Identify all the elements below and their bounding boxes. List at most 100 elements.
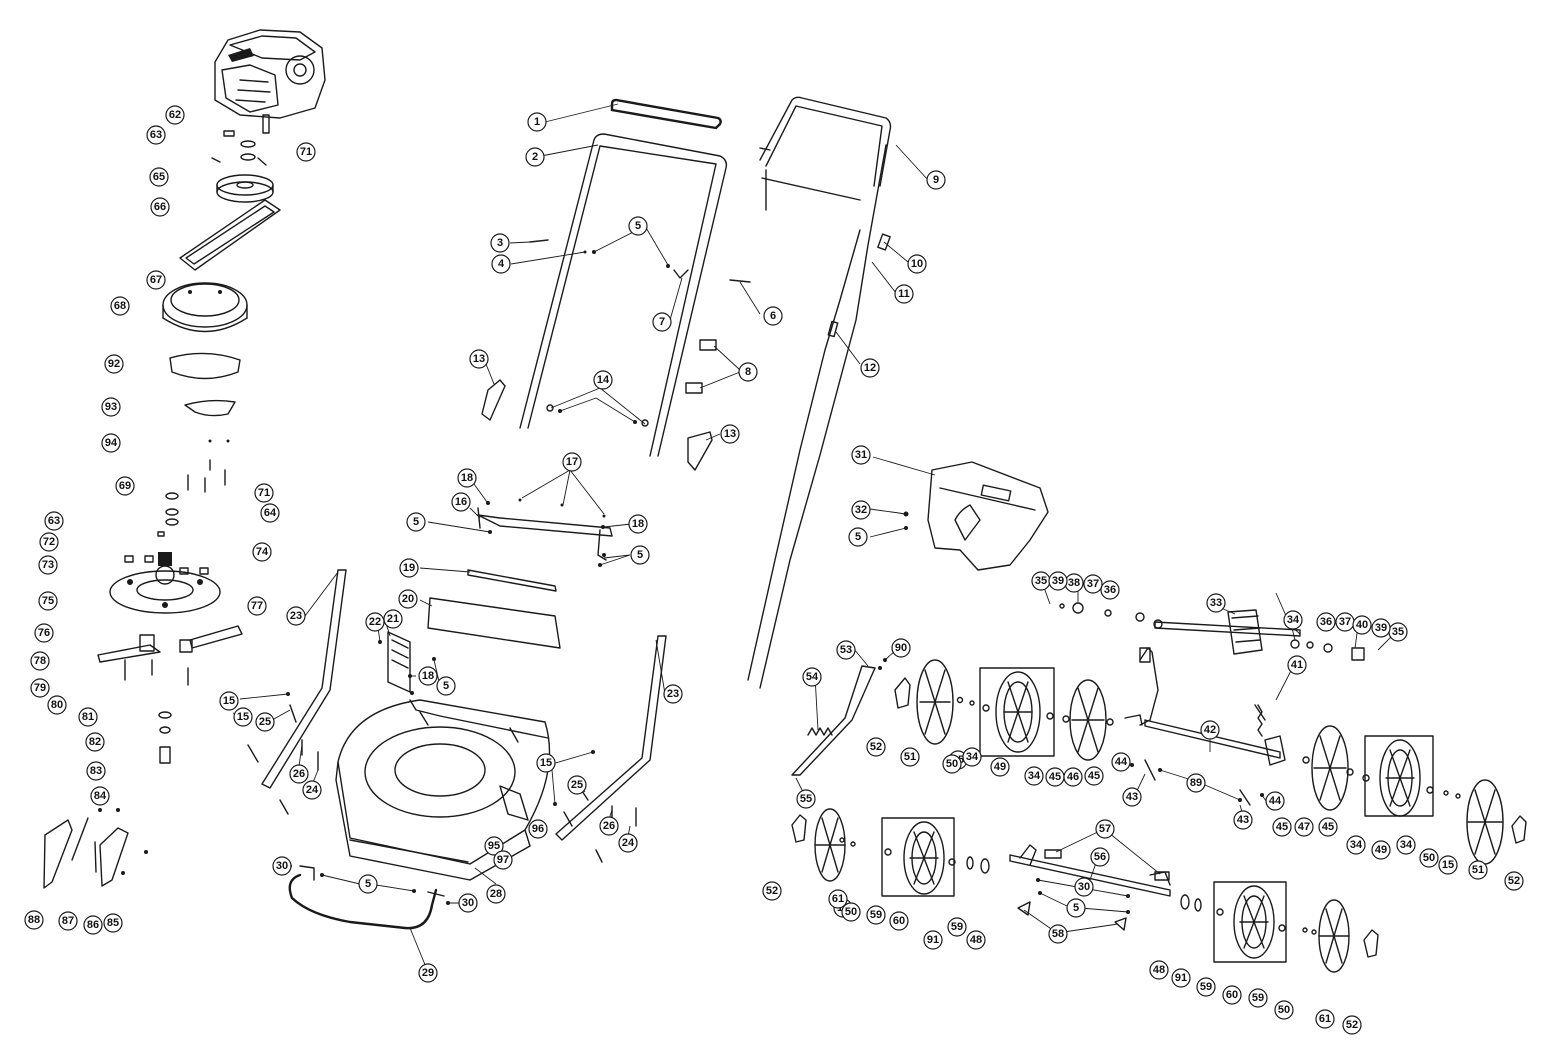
callout-number: 59 bbox=[1252, 992, 1264, 1004]
callout-51: 51 bbox=[1468, 860, 1488, 880]
callout-number: 51 bbox=[904, 751, 916, 763]
callout-number: 24 bbox=[622, 837, 635, 849]
callout-86: 86 bbox=[83, 915, 103, 935]
callout-50: 50 bbox=[1274, 1000, 1294, 1020]
callout-number: 15 bbox=[223, 695, 235, 707]
callout-circle bbox=[457, 468, 477, 488]
callout-number: 7 bbox=[659, 316, 665, 328]
callout-81: 81 bbox=[78, 707, 98, 727]
callout-circle bbox=[851, 500, 871, 520]
callout-circle bbox=[1066, 898, 1086, 918]
callout-circle bbox=[34, 623, 54, 643]
callout-circle bbox=[38, 555, 58, 575]
callout-circle bbox=[30, 651, 50, 671]
callout-number: 71 bbox=[300, 146, 312, 158]
callout-43: 43 bbox=[1233, 810, 1253, 830]
callout-number: 74 bbox=[256, 546, 269, 558]
pulley bbox=[216, 174, 274, 203]
callout-60: 60 bbox=[1222, 985, 1242, 1005]
callout-circle bbox=[399, 558, 419, 578]
callout-52: 52 bbox=[1504, 871, 1524, 891]
blade-disc bbox=[109, 552, 221, 614]
callout-number: 4 bbox=[498, 258, 505, 270]
callout-circle bbox=[841, 902, 861, 922]
callout-circle bbox=[720, 424, 740, 444]
callout-circle bbox=[923, 930, 943, 950]
callout-number: 10 bbox=[911, 258, 923, 270]
handle-hardware bbox=[529, 239, 751, 427]
callout-number: 83 bbox=[90, 765, 102, 777]
callout-number: 77 bbox=[251, 600, 263, 612]
callout-34: 34 bbox=[1283, 610, 1303, 630]
callout-circle bbox=[44, 511, 64, 531]
belt bbox=[179, 199, 281, 271]
callout-circle bbox=[491, 254, 511, 274]
callout-number: 50 bbox=[1423, 852, 1435, 864]
callout-number: 3 bbox=[497, 237, 503, 249]
callout-number: 53 bbox=[840, 644, 852, 656]
callout-94: 94 bbox=[101, 433, 121, 453]
height-adjuster bbox=[387, 631, 411, 693]
callout-number: 37 bbox=[1087, 578, 1099, 590]
callout-77: 77 bbox=[247, 596, 267, 616]
callout-number: 92 bbox=[108, 358, 120, 370]
callout-number: 75 bbox=[42, 595, 54, 607]
callout-32: 32 bbox=[851, 500, 871, 520]
callout-circle bbox=[1371, 840, 1391, 860]
callout-number: 36 bbox=[1104, 584, 1116, 596]
callout-13: 13 bbox=[720, 424, 740, 444]
callout-17: 17 bbox=[562, 452, 582, 472]
callout-circle bbox=[254, 483, 274, 503]
callout-number: 33 bbox=[1210, 597, 1222, 609]
callout-circle bbox=[451, 492, 471, 512]
callout-circle bbox=[866, 905, 886, 925]
callout-circle bbox=[83, 915, 103, 935]
callout-59: 59 bbox=[1248, 988, 1268, 1008]
callout-5: 5 bbox=[436, 676, 456, 696]
callout-number: 15 bbox=[1442, 859, 1454, 871]
callout-number: 14 bbox=[597, 374, 610, 386]
callout-circle bbox=[272, 856, 292, 876]
callout-57: 57 bbox=[1095, 819, 1115, 839]
callout-circle bbox=[962, 747, 982, 767]
callout-45: 45 bbox=[1084, 766, 1104, 786]
callout-number: 18 bbox=[461, 472, 473, 484]
callout-circle bbox=[1265, 791, 1285, 811]
callout-82: 82 bbox=[85, 732, 105, 752]
callout-11: 11 bbox=[894, 284, 914, 304]
callout-19: 19 bbox=[399, 558, 419, 578]
callout-number: 13 bbox=[724, 428, 736, 440]
callout-number: 81 bbox=[82, 711, 94, 723]
callout-97: 97 bbox=[493, 850, 513, 870]
callout-15: 15 bbox=[219, 691, 239, 711]
callout-circle bbox=[1122, 787, 1142, 807]
callout-number: 50 bbox=[845, 906, 857, 918]
callout-number: 86 bbox=[87, 919, 99, 931]
callout-5: 5 bbox=[630, 545, 650, 565]
callout-circle bbox=[836, 640, 856, 660]
callout-16: 16 bbox=[451, 492, 471, 512]
callout-number: 25 bbox=[571, 779, 583, 791]
callout-circle bbox=[104, 354, 124, 374]
callout-number: 57 bbox=[1099, 823, 1111, 835]
callout-number: 88 bbox=[28, 914, 40, 926]
callout-number: 34 bbox=[1028, 770, 1041, 782]
callout-number: 30 bbox=[1078, 881, 1090, 893]
callout-30: 30 bbox=[272, 856, 292, 876]
callout-number: 45 bbox=[1276, 821, 1288, 833]
mulch-plug-parts bbox=[43, 808, 148, 889]
callout-circle bbox=[286, 606, 306, 626]
callout-circle bbox=[1504, 871, 1524, 891]
callout-circle bbox=[525, 147, 545, 167]
callout-75: 75 bbox=[38, 591, 58, 611]
callout-number: 40 bbox=[1356, 619, 1368, 631]
callout-26: 26 bbox=[289, 764, 309, 784]
callout-circle bbox=[1342, 1015, 1362, 1035]
callout-25: 25 bbox=[255, 712, 275, 732]
callout-circle bbox=[1371, 618, 1391, 638]
blade-left bbox=[97, 644, 161, 663]
callout-number: 26 bbox=[293, 768, 305, 780]
callout-65: 65 bbox=[149, 167, 169, 187]
callout-18: 18 bbox=[457, 468, 477, 488]
callout-circle bbox=[528, 819, 548, 839]
